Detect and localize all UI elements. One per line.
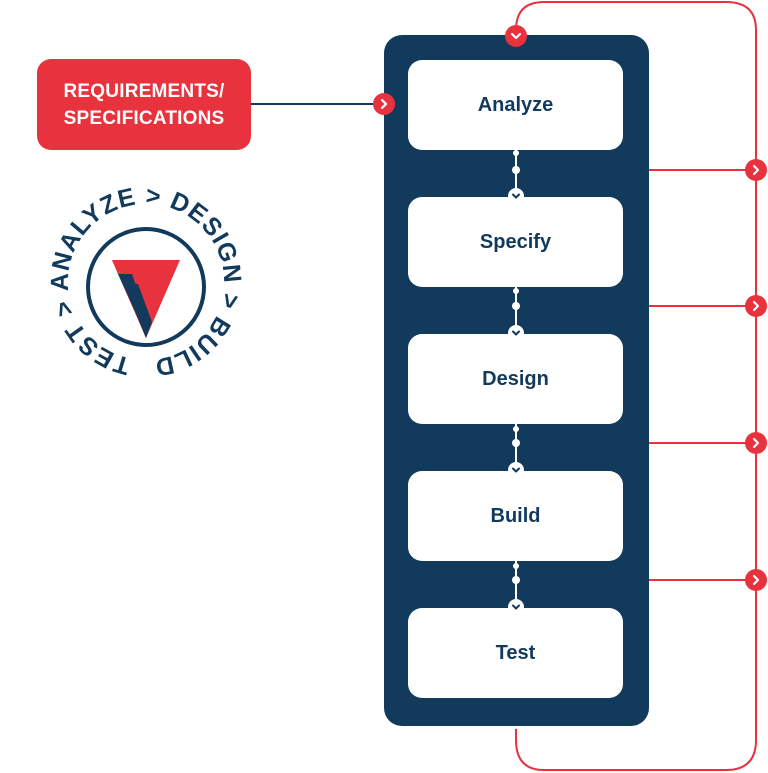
chevron-right-icon xyxy=(745,295,767,317)
step-design: Design xyxy=(408,334,623,424)
requirements-line1: REQUIREMENTS/ xyxy=(63,80,225,102)
junction-dot xyxy=(512,302,520,310)
chevron-down-icon xyxy=(508,325,524,341)
junction-dot xyxy=(512,166,520,174)
step-label: Specify xyxy=(479,230,552,253)
step-analyze: Analyze xyxy=(408,60,623,150)
v-logo-icon xyxy=(112,260,180,338)
junction-dot xyxy=(512,439,520,447)
chevron-right-icon xyxy=(745,569,767,591)
step-label: Design xyxy=(482,367,549,390)
step-label: Analyze xyxy=(477,93,554,116)
chevron-right-icon xyxy=(745,432,767,454)
junction-dot xyxy=(513,150,519,156)
chevron-right-icon xyxy=(373,93,395,115)
requirements-line2: SPECIFICATIONS xyxy=(63,107,225,129)
step-label: Test xyxy=(495,641,536,664)
chevron-down-icon xyxy=(508,462,524,478)
step-test: Test xyxy=(408,608,623,698)
feedback-loop-line xyxy=(515,1,757,771)
chevron-down-icon xyxy=(508,599,524,615)
chevron-down-icon xyxy=(505,25,527,47)
requirements-box: REQUIREMENTS/ SPECIFICATIONS xyxy=(37,59,251,150)
junction-dot xyxy=(513,563,519,569)
junction-dot xyxy=(513,426,519,432)
chevron-down-icon xyxy=(508,188,524,204)
step-label: Build xyxy=(490,504,541,527)
emblem-ring xyxy=(86,227,206,347)
step-specify: Specify xyxy=(408,197,623,287)
step-build: Build xyxy=(408,471,623,561)
junction-dot xyxy=(513,288,519,294)
emblem-circular-text: TEST > ANALYZE > DESIGN > BUILD > xyxy=(0,0,246,382)
junction-dot xyxy=(512,576,520,584)
chevron-right-icon xyxy=(745,159,767,181)
